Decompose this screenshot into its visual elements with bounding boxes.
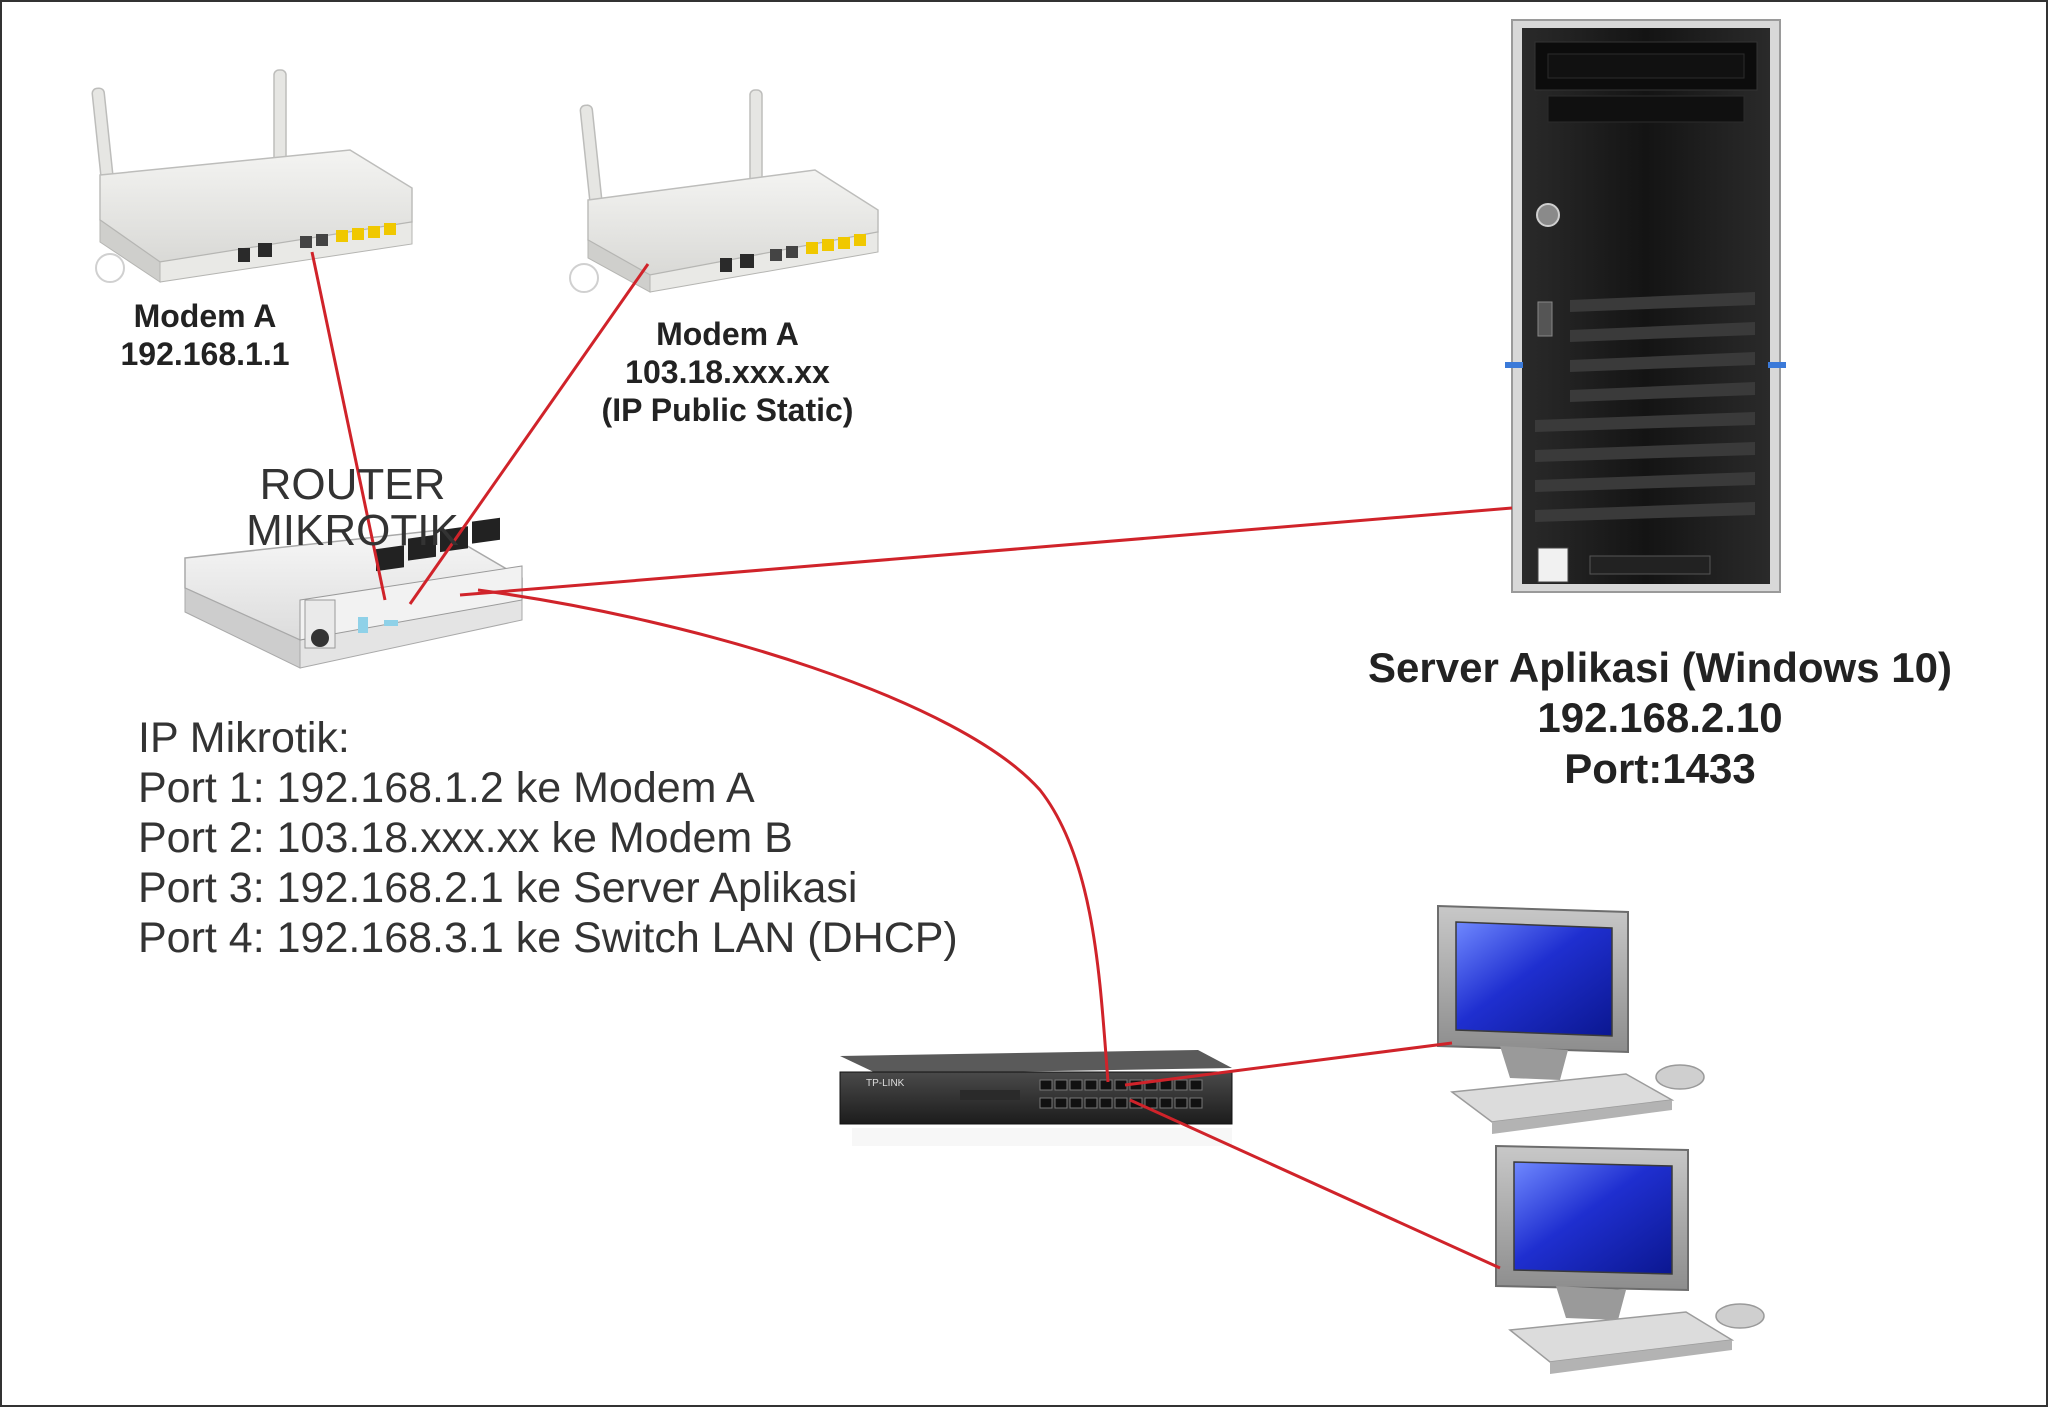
modem-b-ip: 103.18.xxx.xx xyxy=(625,354,830,390)
cable-modem-a-router xyxy=(310,251,387,601)
mikrotik-port-4: Port 4: 192.168.3.1 ke Switch LAN (DHCP) xyxy=(138,914,958,962)
modem-b-label: Modem A 103.18.xxx.xx (IP Public Static) xyxy=(565,318,890,432)
server-title: Server Aplikasi (Windows 10) xyxy=(1368,644,1952,691)
pc-2-device xyxy=(1495,1144,1765,1374)
server-ip: 192.168.2.10 xyxy=(1537,694,1783,742)
server-port: Port:1433 xyxy=(1564,744,1756,792)
pc-1-device xyxy=(1437,904,1705,1134)
modem-b-note: (IP Public Static) xyxy=(601,392,854,428)
cable-router-switch xyxy=(477,588,1110,1083)
modem-a-device xyxy=(91,69,413,283)
modem-a-name: Modem A xyxy=(133,298,277,334)
cables xyxy=(310,251,1513,1270)
mikrotik-ip-list: IP Mikrotik: Port 1: 192.168.1.2 ke Mode… xyxy=(138,713,958,963)
cable-router-server xyxy=(459,506,1513,597)
switch-device: TP-LINK xyxy=(839,1050,1233,1146)
modem-a-label: Modem A 192.168.1.1 xyxy=(95,300,315,376)
server-tower-device xyxy=(1505,19,1786,593)
cable-switch-pc-2 xyxy=(1129,1098,1501,1270)
cable-switch-pc-1 xyxy=(1124,1041,1453,1087)
switch-brand: TP-LINK xyxy=(866,1078,905,1089)
router-label-line-1: ROUTER xyxy=(259,460,446,509)
server-label: Server Aplikasi (Windows 10) 192.168.2.1… xyxy=(1320,643,2000,794)
modem-b-device xyxy=(569,89,879,293)
router-label-line-2: MIKROTIK xyxy=(246,506,459,556)
modem-a-ip: 192.168.1.1 xyxy=(120,336,290,372)
mikrotik-ip-heading: IP Mikrotik: xyxy=(138,714,350,762)
mikrotik-port-3: Port 3: 192.168.2.1 ke Server Aplikasi xyxy=(138,864,858,912)
router-label: ROUTER MIKROTIK xyxy=(215,460,490,556)
cable-modem-b-router xyxy=(408,263,650,605)
mikrotik-port-2: Port 2: 103.18.xxx.xx ke Modem B xyxy=(138,814,793,862)
mikrotik-port-1: Port 1: 192.168.1.2 ke Modem A xyxy=(138,764,755,812)
modem-b-name: Modem A xyxy=(656,316,799,352)
